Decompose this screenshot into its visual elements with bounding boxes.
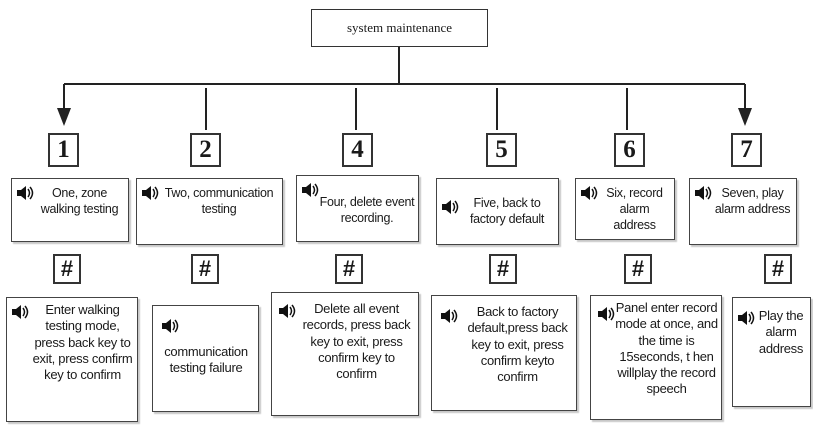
key-1-box: 1 [48, 133, 79, 167]
hash-key-6: # [624, 254, 652, 284]
speaker-icon [598, 307, 615, 321]
speaker-icon [581, 186, 598, 200]
speaker-icon [162, 319, 179, 333]
key-6-box: 6 [614, 133, 645, 167]
key-2-box: 2 [190, 133, 221, 167]
speaker-icon [738, 311, 755, 325]
prompt-box-2: Two, communication testing [136, 178, 283, 245]
hash-key-1: # [53, 254, 81, 284]
result-text: Panel enter record mode at once, and the… [615, 300, 718, 397]
result-box-6: Panel enter record mode at once, and the… [590, 295, 722, 420]
prompt-box-1: One, zone walking testing [11, 178, 129, 242]
arrow-down-icon [738, 108, 752, 126]
speaker-icon [695, 186, 712, 200]
speaker-icon [12, 305, 29, 319]
prompt-text: Six, record alarm address [606, 186, 663, 232]
result-text: communication testing failure [164, 344, 248, 376]
prompt-text: Seven, play alarm address [714, 186, 791, 216]
speaker-icon [441, 309, 458, 323]
hash-key-4: # [335, 254, 363, 284]
prompt-text: Two, communication testing [164, 186, 274, 216]
hash-key-7: # [764, 254, 792, 284]
result-text: Play the alarm address [758, 308, 804, 356]
prompt-text: One, zone walking testing [40, 186, 119, 216]
prompt-text: Four, delete event recording. [319, 195, 415, 225]
key-5-box: 5 [486, 133, 517, 167]
arrow-down-icon [57, 108, 71, 126]
speaker-icon [442, 200, 459, 214]
prompt-box-7: Seven, play alarm address [689, 178, 797, 245]
speaker-icon [142, 186, 159, 200]
speaker-icon [279, 304, 296, 318]
result-text: Delete all event records, press back key… [302, 301, 411, 382]
result-box-5: Back to factory default,press back key t… [431, 295, 577, 411]
result-text: Enter walking testing mode, press back k… [32, 302, 133, 383]
result-box-4: Delete all event records, press back key… [271, 292, 419, 416]
prompt-box-6: Six, record alarm address [575, 178, 675, 240]
hash-key-5: # [489, 254, 517, 284]
hash-key-2: # [191, 254, 219, 284]
speaker-icon [302, 183, 319, 197]
result-box-7: Play the alarm address [732, 297, 811, 407]
result-text: Back to factory default,press back key t… [467, 304, 568, 385]
result-box-1: Enter walking testing mode, press back k… [6, 297, 138, 422]
prompt-box-4: Four, delete event recording. [296, 175, 419, 242]
prompt-box-5: Five, back to factory default [436, 178, 559, 245]
key-4-box: 4 [342, 133, 373, 167]
speaker-icon [17, 186, 34, 200]
system-maintenance-title: system maintenance [311, 9, 488, 47]
result-box-2: communication testing failure [152, 305, 259, 412]
key-7-box: 7 [731, 133, 762, 167]
prompt-text: Five, back to factory default [469, 196, 545, 226]
